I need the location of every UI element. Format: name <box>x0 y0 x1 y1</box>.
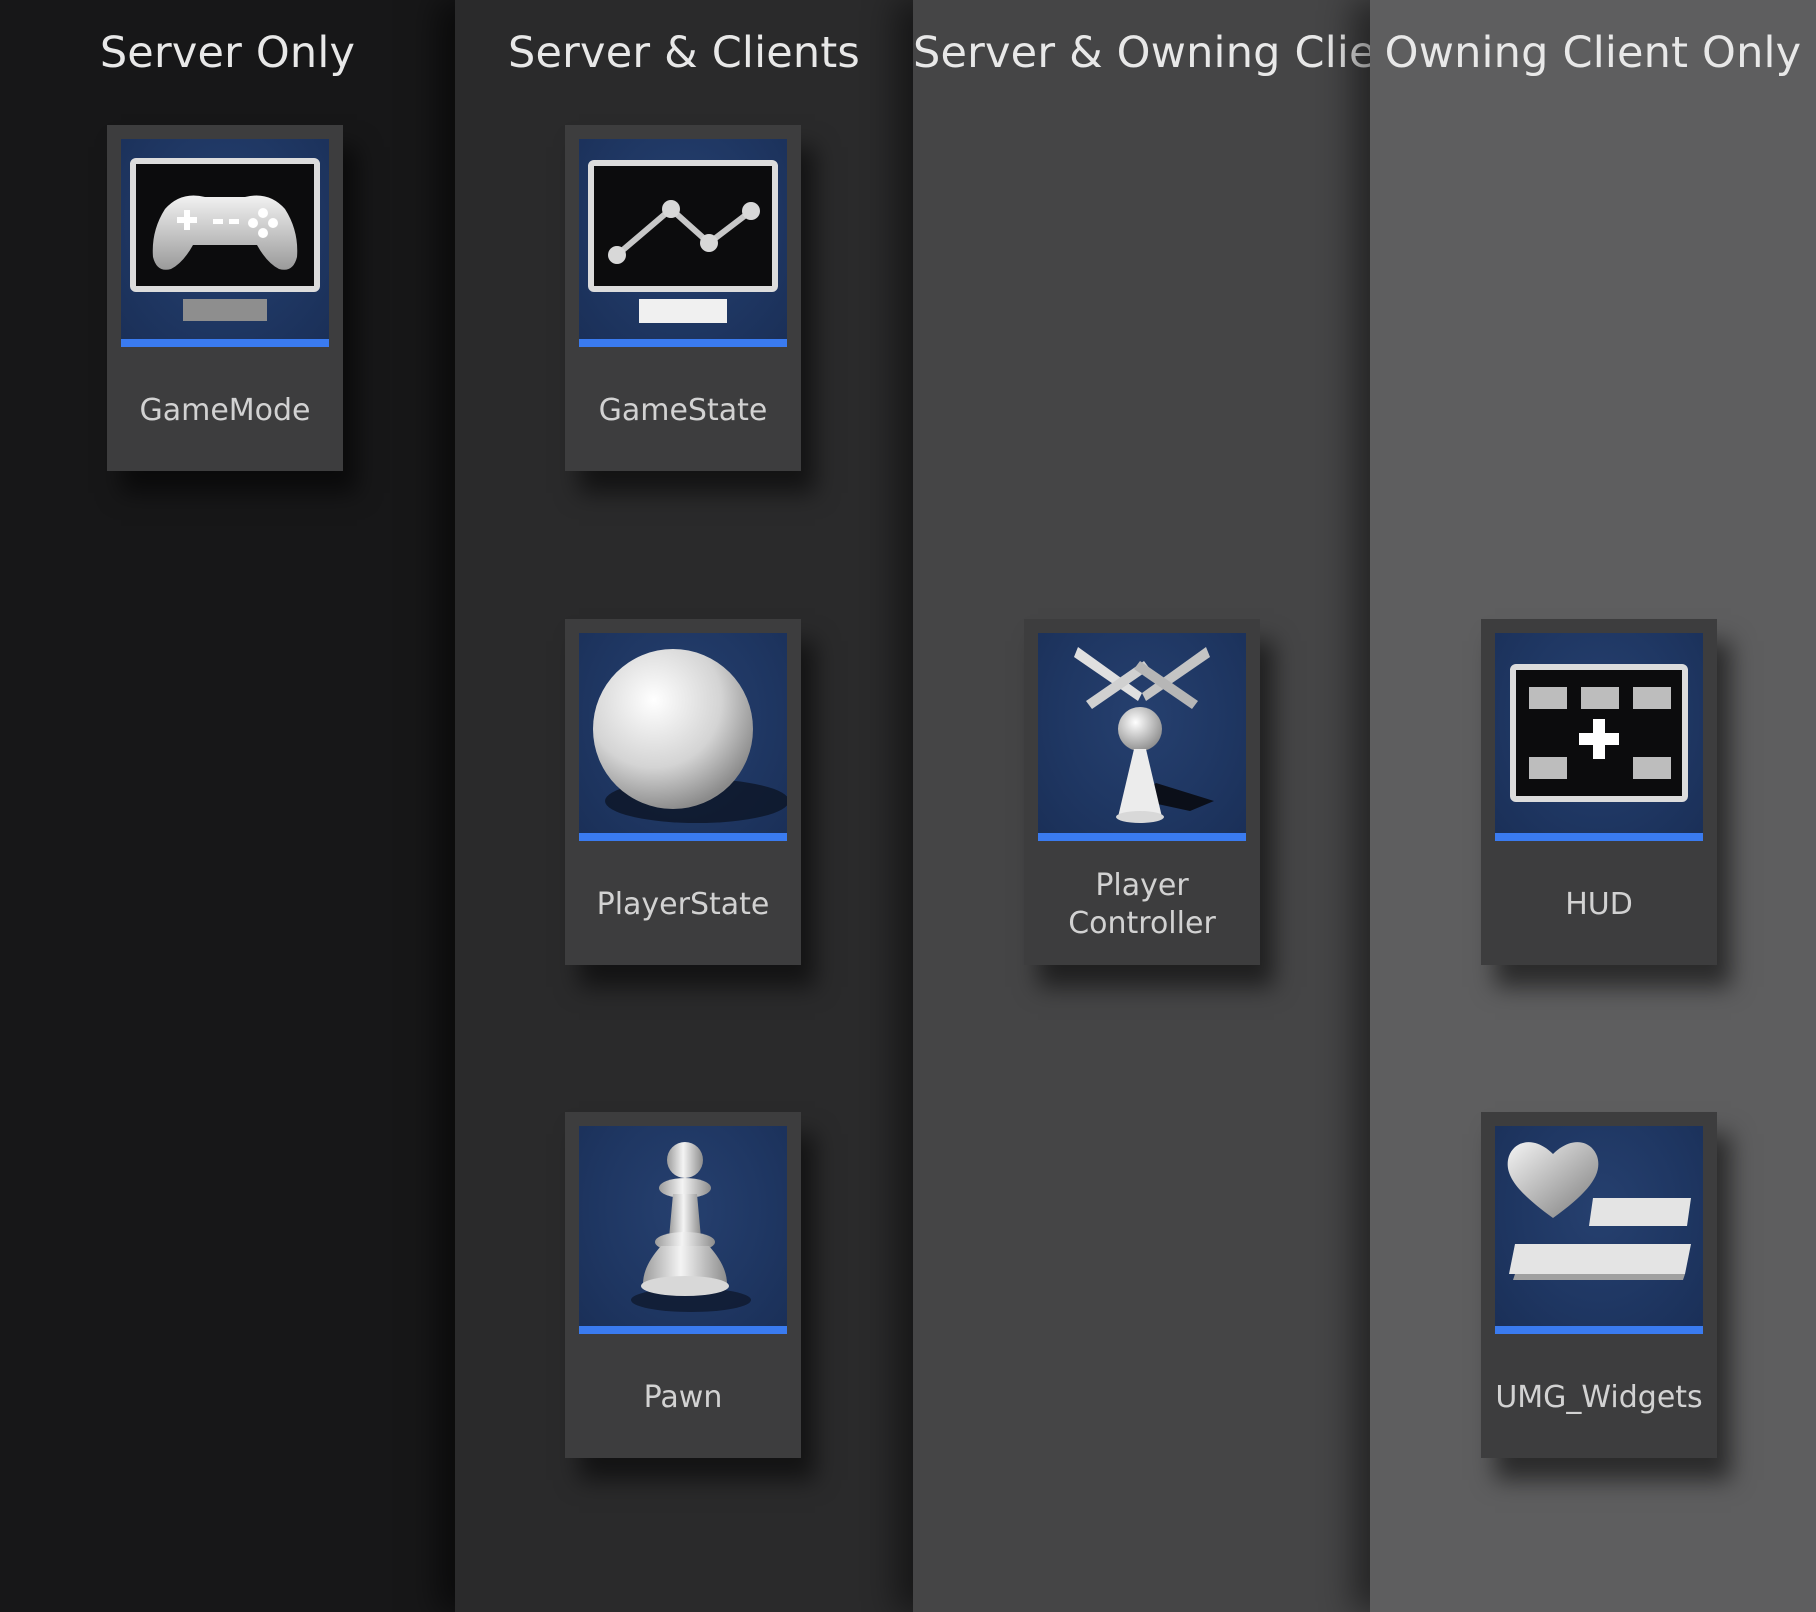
accent-bar <box>579 339 787 347</box>
thumbnail <box>579 1126 787 1334</box>
column-owning-client-only: Owning Client Only HUD <box>1370 0 1816 1612</box>
column-title: Server & Owning Client <box>913 28 1421 78</box>
card-gamestate[interactable]: GameState <box>565 125 801 471</box>
card-pawn[interactable]: Pawn <box>565 1112 801 1458</box>
card-label: Pawn <box>643 1380 723 1415</box>
accent-bar <box>1495 1326 1703 1334</box>
accent-bar <box>121 339 329 347</box>
line-chart-monitor-icon <box>588 160 778 323</box>
column-server-and-owning-client: Server & Owning Client <box>913 0 1421 1612</box>
card-label: Player Controller <box>1068 868 1216 941</box>
card-label: UMG_Widgets <box>1495 1380 1703 1415</box>
accent-bar <box>579 833 787 841</box>
pawn-icon <box>631 1142 751 1312</box>
hud-layout-icon <box>1510 664 1688 802</box>
card-label: HUD <box>1565 887 1633 922</box>
thumbnail <box>579 139 787 347</box>
card-label: GameMode <box>139 393 311 428</box>
thumbnail <box>121 139 329 347</box>
column-server-only: Server Only <box>0 0 455 1612</box>
accent-bar <box>1495 833 1703 841</box>
accent-bar <box>579 1326 787 1334</box>
column-title: Server Only <box>99 28 356 78</box>
thumbnail <box>1495 1126 1703 1334</box>
column-title: Owning Client Only <box>1384 28 1802 78</box>
column-title: Server & Clients <box>508 28 860 78</box>
card-umg-widgets[interactable]: UMG_Widgets <box>1481 1112 1717 1458</box>
thumbnail <box>579 633 787 841</box>
column-server-and-clients: Server & Clients GameState <box>455 0 913 1612</box>
card-label: PlayerState <box>596 887 770 922</box>
card-label: GameState <box>598 393 768 428</box>
thumbnail <box>1495 633 1703 841</box>
gamepad-monitor-icon <box>130 158 320 321</box>
player-controller-icon <box>1074 647 1214 823</box>
card-hud[interactable]: HUD <box>1481 619 1717 965</box>
card-gamemode[interactable]: GameMode <box>107 125 343 471</box>
heart-widget-icon <box>1507 1142 1691 1280</box>
card-player-controller[interactable]: Player Controller <box>1024 619 1260 965</box>
sphere-icon <box>593 649 787 823</box>
card-playerstate[interactable]: PlayerState <box>565 619 801 965</box>
accent-bar <box>1038 833 1246 841</box>
thumbnail <box>1038 633 1246 841</box>
